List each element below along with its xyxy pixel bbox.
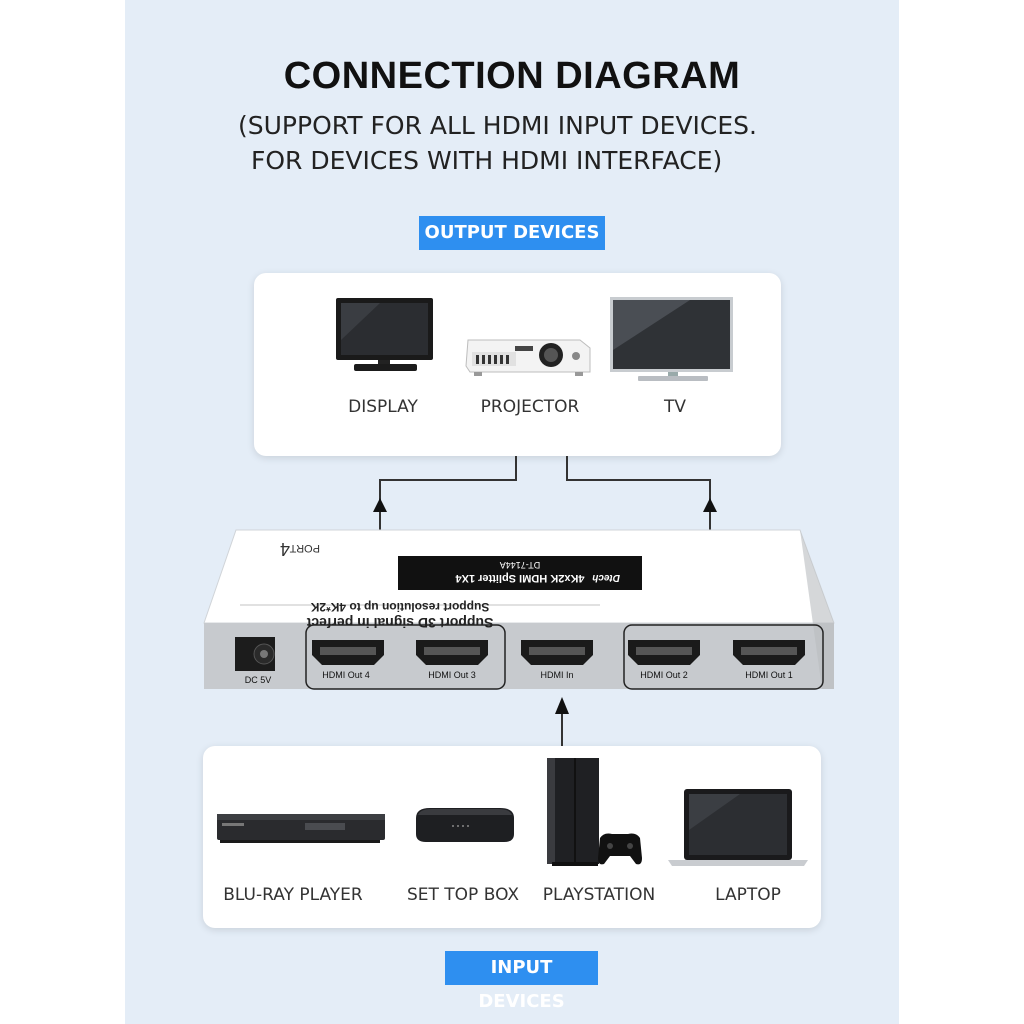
hdmi-out-1-label: HDMI Out 1: [745, 670, 793, 680]
output-devices-tag: OUTPUT DEVICES: [419, 216, 605, 250]
page-title: CONNECTION DIAGRAM: [283, 55, 741, 97]
hdmi-out-4-port: [312, 640, 384, 665]
monitor-icon: [336, 298, 433, 371]
dc-jack: [235, 637, 275, 671]
hdmi-in-port: [521, 640, 593, 665]
arrow-up-left: [373, 498, 387, 512]
hdmi-out-1-port: [733, 640, 805, 665]
splitter-port-number: 4: [280, 539, 290, 559]
device-label-set-top-box: SET TOP BOX: [406, 885, 520, 905]
hdmi-out-4-label: HDMI Out 4: [322, 670, 370, 680]
output-group-right: [623, 624, 824, 690]
device-label-display: DISPLAY: [348, 397, 418, 417]
device-label-tv: TV: [663, 397, 686, 417]
subtitle-line-2: FOR DEVICES WITH HDMI INTERFACE): [251, 146, 723, 175]
input-devices-tag: INPUT DEVICES: [445, 951, 598, 1012]
device-label-projector: PROJECTOR: [480, 397, 580, 417]
hdmi-out-3-label: HDMI Out 3: [428, 670, 476, 680]
tv-icon: [610, 297, 733, 381]
arrow-up-right: [703, 498, 717, 512]
output-group-left: [305, 624, 506, 690]
splitter-model-number: DT-7144A: [500, 560, 541, 570]
playstation-icon: [547, 758, 642, 866]
bluray-player-icon: [217, 814, 385, 843]
device-label-bluray: BLU-RAY PLAYER: [223, 885, 363, 905]
hdmi-out-2-port: [628, 640, 700, 665]
laptop-icon: [668, 789, 808, 866]
hdmi-out-3-port: [416, 640, 488, 665]
splitter-model-title: 4Kx2K HDMI Splitter 1X4: [455, 572, 585, 584]
hdmi-out-2-label: HDMI Out 2: [640, 670, 688, 680]
splitter-text-resolution: Support resolution up to 4K*2K: [310, 600, 489, 614]
dc-5v-label: DC 5V: [245, 675, 272, 685]
projector-icon: [465, 339, 591, 376]
arrow-up-input: [555, 697, 569, 714]
hdmi-splitter: [203, 529, 835, 689]
splitter-brand: Dtech: [592, 572, 620, 583]
splitter-port-text: PORT: [289, 542, 320, 554]
device-label-laptop: LAPTOP: [715, 885, 781, 905]
splitter-text-3d: Support 3D signal in perfect: [306, 615, 493, 631]
hdmi-in-label: HDMI In: [540, 670, 573, 680]
subtitle-line-1: (SUPPORT FOR ALL HDMI INPUT DEVICES.: [238, 111, 757, 140]
device-label-playstation: PLAYSTATION: [542, 885, 656, 905]
set-top-box-icon: [416, 808, 514, 842]
